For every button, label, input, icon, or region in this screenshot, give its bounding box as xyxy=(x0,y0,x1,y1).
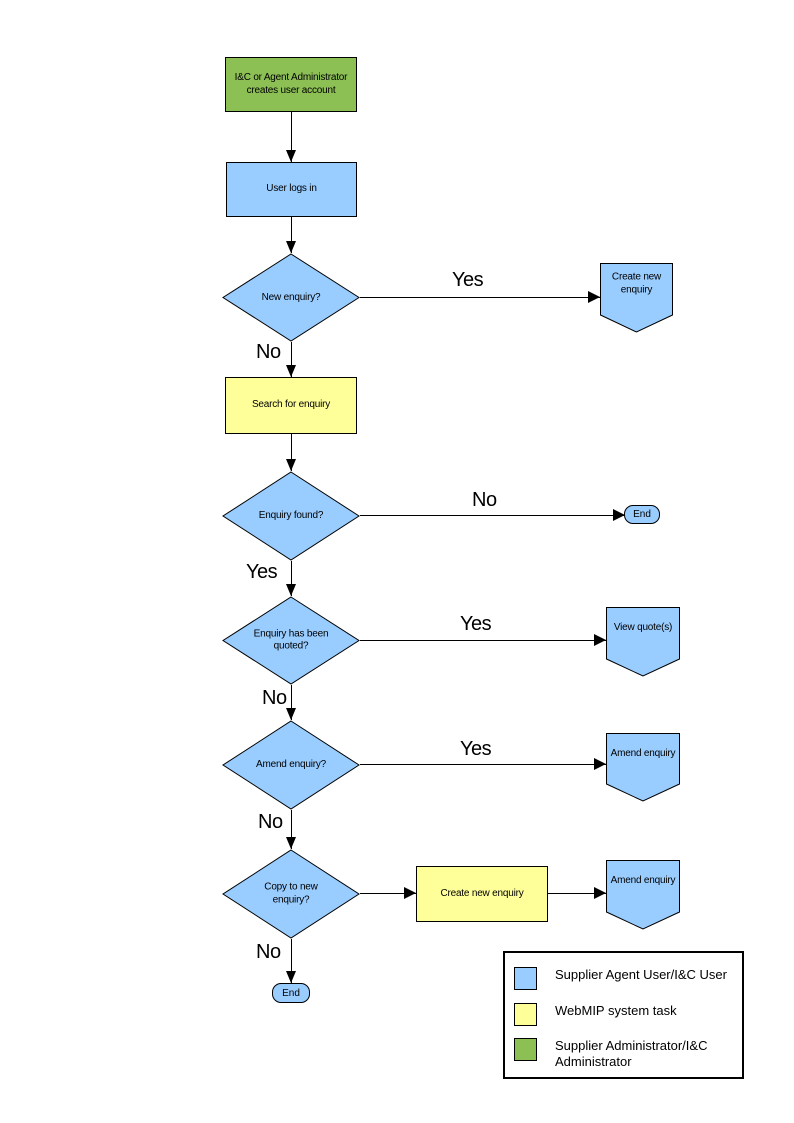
node-label: End xyxy=(282,987,300,999)
node-label: Amend enquiry xyxy=(610,747,676,759)
target-create-new-enquiry: Create new enquiry xyxy=(600,263,673,333)
pentagon-shape-icon xyxy=(606,860,680,930)
connector-search-to-found xyxy=(291,434,292,471)
arrowhead-right-icon xyxy=(404,887,416,899)
arrowhead-down-icon xyxy=(286,459,296,471)
arrowhead-down-icon xyxy=(286,584,296,596)
diamond-shape-icon xyxy=(222,849,360,939)
arrowhead-down-icon xyxy=(286,150,296,162)
terminator-end-bottom: End xyxy=(272,983,310,1003)
connector-login-to-newenquiry xyxy=(291,217,292,253)
connector-copy-to-create xyxy=(360,893,416,894)
pentagon-shape-icon xyxy=(606,607,680,677)
pentagon-shape-icon xyxy=(606,733,680,802)
target-amend-enquiry-2: Amend enquiry xyxy=(606,860,680,930)
arrowhead-down-icon xyxy=(286,837,296,849)
legend-item-system: WebMIP system task xyxy=(514,1003,733,1026)
arrowhead-down-icon xyxy=(286,365,296,377)
decision-new-enquiry: New enquiry? xyxy=(222,253,360,342)
connector-quoted-no xyxy=(291,685,292,720)
node-admin-creates-account: I&C or Agent Administrator creates user … xyxy=(225,57,357,112)
decision-amend-enquiry: Amend enquiry? xyxy=(222,720,360,810)
node-user-logs-in: User logs in xyxy=(226,162,357,217)
legend-swatch-green xyxy=(514,1038,537,1061)
legend-swatch-blue xyxy=(514,967,537,990)
target-view-quotes: View quote(s) xyxy=(606,607,680,677)
terminator-end-top: End xyxy=(624,505,660,524)
connector-found-no xyxy=(360,515,625,516)
arrowhead-right-icon xyxy=(613,509,625,521)
node-label: End xyxy=(633,509,651,520)
connector-amend-no xyxy=(291,810,292,849)
arrowhead-right-icon xyxy=(594,887,606,899)
pentagon-shape-icon xyxy=(600,263,673,333)
edge-label-no: No xyxy=(472,489,497,511)
connector-quoted-yes xyxy=(360,640,606,641)
decision-enquiry-found: Enquiry found? xyxy=(222,471,360,561)
edge-label-no: No xyxy=(256,341,281,363)
target-amend-enquiry-1: Amend enquiry xyxy=(606,733,680,802)
node-label: New enquiry? xyxy=(261,291,321,303)
node-label: Create new enquiry xyxy=(611,271,662,296)
node-label: Amend enquiry xyxy=(610,874,676,886)
node-label: I&C or Agent Administrator creates user … xyxy=(234,72,348,96)
arrowhead-down-icon xyxy=(286,241,296,253)
arrowhead-right-icon xyxy=(588,291,600,303)
connector-newenquiry-no xyxy=(291,342,292,377)
diamond-shape-icon xyxy=(222,596,360,685)
edge-label-yes: Yes xyxy=(246,561,278,583)
node-search-for-enquiry: Search for enquiry xyxy=(225,377,357,434)
edge-label-yes: Yes xyxy=(460,613,492,635)
connector-found-yes xyxy=(291,561,292,596)
arrowhead-right-icon xyxy=(594,758,606,770)
connector-create-to-amend xyxy=(548,893,606,894)
connector-copy-no xyxy=(291,939,292,983)
legend-swatch-yellow xyxy=(514,1003,537,1026)
node-create-new-enquiry-task: Create new enquiry xyxy=(416,866,548,922)
legend-label: WebMIP system task xyxy=(555,1003,677,1018)
arrowhead-right-icon xyxy=(594,634,606,646)
node-label: Search for enquiry xyxy=(251,399,331,411)
node-label: Enquiry has been quoted? xyxy=(253,628,329,652)
diamond-shape-icon xyxy=(222,471,360,561)
edge-label-yes: Yes xyxy=(460,738,492,760)
connector-admin-to-login xyxy=(291,112,292,162)
node-label: Create new enquiry xyxy=(440,887,524,899)
edge-label-no: No xyxy=(258,811,283,833)
arrowhead-down-icon xyxy=(286,708,296,720)
decision-enquiry-quoted: Enquiry has been quoted? xyxy=(222,596,360,685)
arrowhead-down-icon xyxy=(286,971,296,983)
decision-copy-to-new-enquiry: Copy to new enquiry? xyxy=(222,849,360,939)
node-label: User logs in xyxy=(266,183,317,195)
node-label: Copy to new enquiry? xyxy=(264,881,318,906)
legend-item-admin: Supplier Administrator/I&C Administrator xyxy=(514,1038,733,1071)
legend-item-user: Supplier Agent User/I&C User xyxy=(514,967,733,990)
legend: Supplier Agent User/I&C User WebMIP syst… xyxy=(503,951,744,1079)
diamond-shape-icon xyxy=(222,253,360,342)
legend-label: Supplier Administrator/I&C Administrator xyxy=(555,1038,708,1070)
edge-label-no: No xyxy=(256,941,281,963)
edge-label-yes: Yes xyxy=(452,269,484,291)
diamond-shape-icon xyxy=(222,720,360,810)
node-label: Enquiry found? xyxy=(258,509,324,521)
node-label: Amend enquiry? xyxy=(255,758,327,770)
connector-newenquiry-yes xyxy=(360,297,600,298)
legend-label: Supplier Agent User/I&C User xyxy=(555,967,727,982)
connector-amend-yes xyxy=(360,764,606,765)
edge-label-no: No xyxy=(262,687,287,709)
node-label: View quote(s) xyxy=(613,621,673,633)
